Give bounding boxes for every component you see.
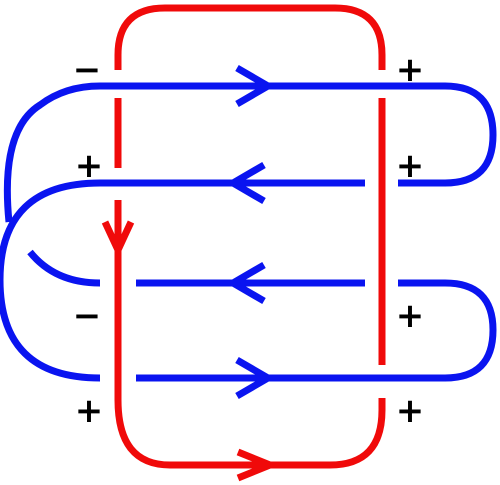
sign-upper-right: + [396,146,425,186]
blue-component [0,64,497,400]
red-top-arc [114,4,386,70]
sign-lower-left: − [73,296,102,336]
sign-lower-right: + [396,296,425,336]
sign-top-left: − [73,50,102,90]
sign-bottom-left: + [75,391,104,431]
sign-upper-left: + [75,146,104,186]
blue-row-4 [136,279,497,382]
blue-inner-hook [27,249,101,287]
blue-row-2 [0,179,365,382]
blue-arrow-row2-left [229,161,266,205]
blue-arrow-row4-right [235,356,272,400]
red-arrow-down [101,220,135,254]
sign-bottom-right: + [396,391,425,431]
sign-top-right: + [396,50,425,90]
blue-arrow-row3-left [229,261,266,305]
blue-arrow-row1-right [235,64,272,108]
red-left-segment-lower [114,200,386,469]
red-component [101,4,386,482]
crossing-signs: − + + + − + + + [73,50,425,431]
red-arrow-right [236,448,274,482]
blue-row-1 [3,82,497,223]
